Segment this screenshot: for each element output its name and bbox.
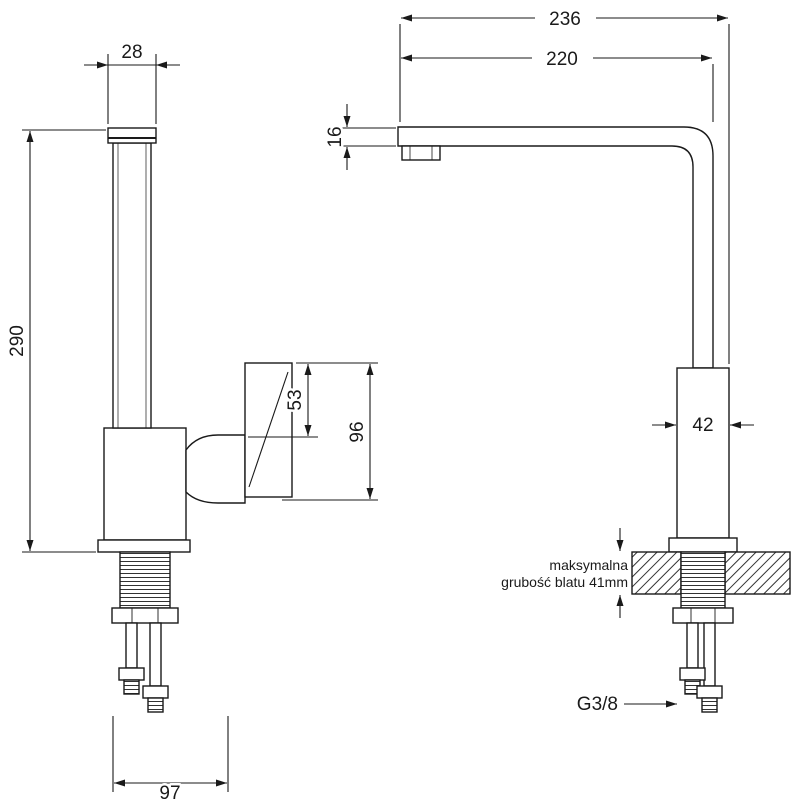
thread-size-callout: G3/8	[574, 692, 677, 718]
hose-connector-thread	[701, 697, 718, 713]
threaded-shank	[119, 551, 171, 609]
hose-connector-thread	[123, 679, 140, 695]
countertop-section-left	[631, 551, 682, 595]
threaded-shank	[680, 551, 726, 609]
countertop-note-line1: maksymalna	[549, 557, 628, 573]
dim-cap-width: 28	[84, 40, 180, 124]
dim-label-96: 96	[347, 421, 368, 442]
thread-size-label: G3/8	[577, 694, 618, 715]
supply-hose	[686, 622, 699, 669]
dims-right: 236 220 16 42 maksymalna grubość blatu 4…	[323, 7, 754, 718]
dim-label-236: 236	[549, 9, 581, 30]
spout-cap	[107, 127, 157, 144]
dim-label-28: 28	[121, 42, 142, 63]
faucet-body	[676, 367, 730, 539]
dim-overall-reach: 236	[399, 7, 730, 364]
dim-label-42: 42	[692, 415, 713, 436]
dim-label-220: 220	[546, 49, 578, 70]
spout-riser	[112, 142, 152, 429]
hose-connector	[679, 667, 706, 681]
dim-spout-reach: 220	[401, 47, 714, 122]
dim-total-height: 290	[5, 129, 106, 553]
mounting-nut	[672, 607, 734, 624]
dim-handle-full: 96	[282, 364, 378, 501]
supply-hose	[125, 622, 138, 669]
dim-base-depth: 97	[112, 716, 229, 800]
faucet-body	[103, 427, 187, 541]
hose-connector	[696, 685, 723, 699]
dim-label-97: 97	[159, 783, 180, 800]
dim-handle-upper: 53	[248, 362, 378, 438]
dim-label-16: 16	[325, 126, 346, 147]
dim-body-width: 42	[652, 413, 754, 439]
base-flange	[668, 537, 738, 553]
hose-connector-thread	[147, 697, 164, 713]
right-view	[397, 126, 791, 713]
mounting-nut	[111, 607, 179, 624]
base-flange	[97, 539, 191, 553]
dim-spout-thickness: 16	[323, 104, 396, 170]
countertop-note-line2: grubość blatu 41mm	[501, 574, 628, 590]
handle-joint	[185, 434, 246, 504]
dim-label-53: 53	[285, 389, 306, 410]
hose-connector	[142, 685, 169, 699]
dim-label-290: 290	[7, 325, 28, 357]
countertop-section-right	[724, 551, 791, 595]
dim-countertop-thickness: maksymalna grubość blatu 41mm	[499, 528, 630, 618]
left-view	[97, 127, 293, 713]
hose-connector	[118, 667, 145, 681]
handle-lever-edge	[248, 371, 289, 488]
dims-left: 28 290 53 96 97	[5, 40, 378, 800]
spout-profile	[397, 126, 714, 369]
supply-hose	[149, 622, 162, 687]
aerator	[401, 145, 441, 161]
